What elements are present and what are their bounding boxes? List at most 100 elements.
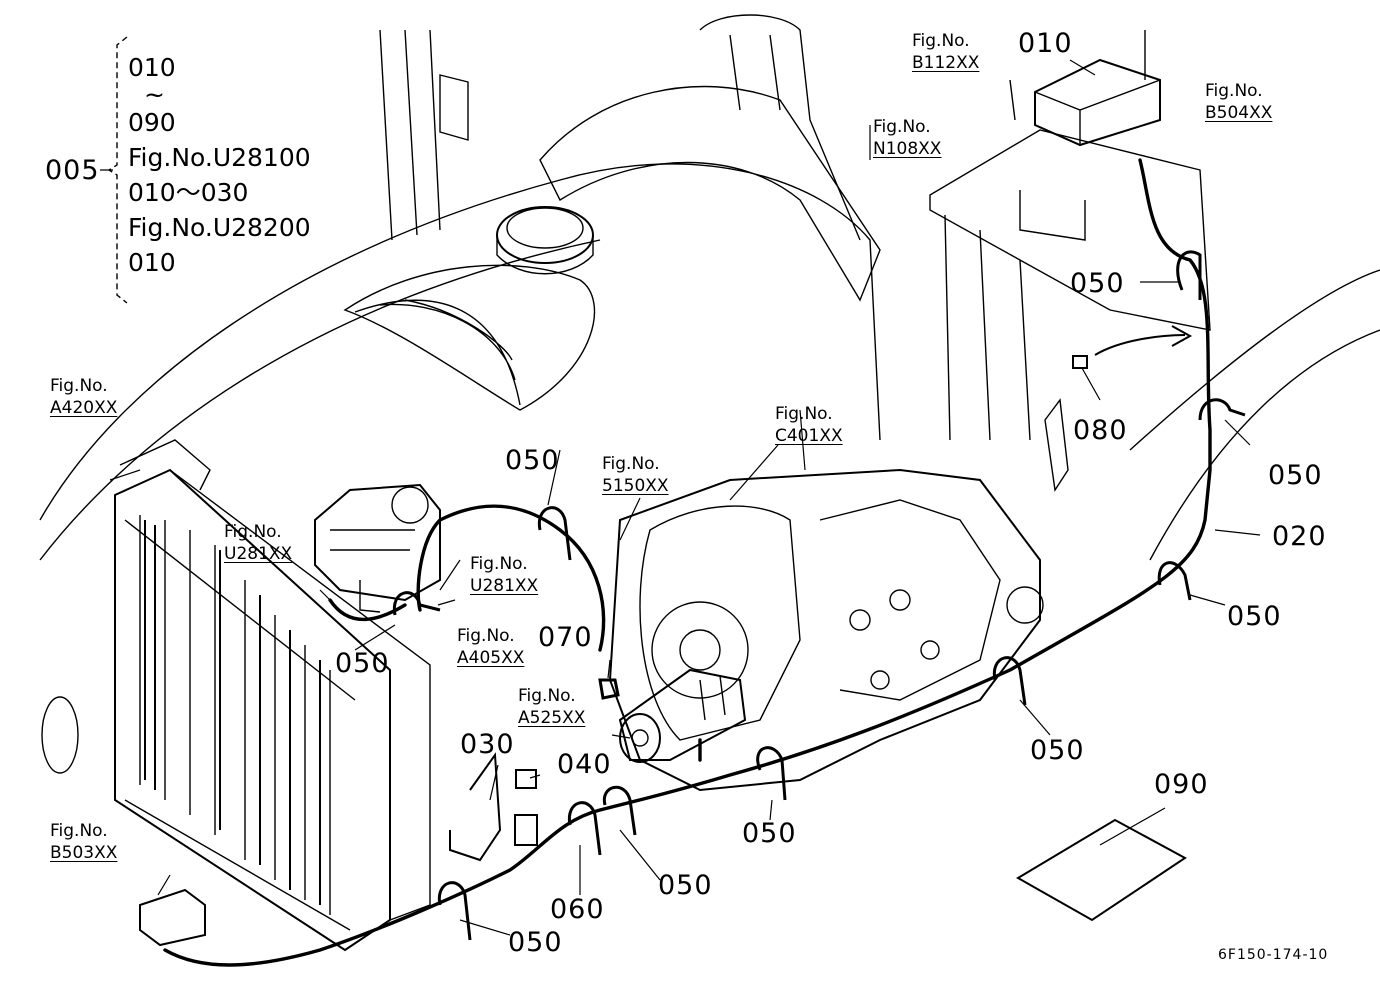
rear-fender bbox=[1129, 269, 1380, 561]
hood-vent-panel bbox=[343, 264, 596, 411]
fig-ref-code: A405XX bbox=[457, 648, 525, 668]
fig-ref-b504[interactable]: Fig.No. B504XX bbox=[1205, 80, 1272, 124]
clamp-050-2 bbox=[1198, 398, 1246, 421]
fig-ref-label: Fig.No. bbox=[224, 522, 282, 542]
callout-050-bottom-mid[interactable]: 050 bbox=[658, 870, 713, 901]
relay-040 bbox=[515, 769, 537, 789]
fig-ref-code: N108XX bbox=[873, 139, 942, 159]
ref-line-7: 010 bbox=[128, 248, 176, 277]
fig-ref-label: Fig.No. bbox=[1205, 81, 1263, 101]
fig-ref-b112[interactable]: Fig.No. B112XX bbox=[912, 30, 979, 74]
injection-pump bbox=[314, 483, 441, 613]
clamp-050-3 bbox=[1157, 561, 1192, 601]
hood-outline bbox=[39, 163, 881, 521]
fig-ref-code: A420XX bbox=[50, 398, 118, 418]
panel-opening bbox=[41, 696, 79, 774]
fig-ref-u281-a[interactable]: Fig.No. U281XX bbox=[224, 521, 292, 565]
dash-panel bbox=[539, 85, 881, 302]
callout-040[interactable]: 040 bbox=[557, 749, 612, 780]
clamp-050-7 bbox=[567, 801, 602, 856]
fig-ref-code: B112XX bbox=[912, 53, 980, 73]
clamp-050-9 bbox=[537, 506, 572, 561]
harness-branch-left bbox=[416, 504, 606, 652]
assembly-part-number: 005 bbox=[45, 155, 100, 186]
ref-line-5: 010～030 bbox=[128, 178, 249, 207]
callout-070[interactable]: 070 bbox=[538, 622, 593, 653]
callout-050-center-top[interactable]: 050 bbox=[505, 445, 560, 476]
fig-ref-a420[interactable]: Fig.No. A420XX bbox=[50, 375, 117, 419]
fig-ref-label: Fig.No. bbox=[912, 31, 970, 51]
fig-ref-u281-b[interactable]: Fig.No. U281XX bbox=[470, 553, 538, 597]
fig-ref-label: Fig.No. bbox=[775, 404, 833, 424]
control-unit-010 bbox=[1009, 30, 1161, 241]
arrow-to-080 bbox=[1094, 334, 1186, 356]
callout-030[interactable]: 030 bbox=[460, 729, 515, 760]
ref-line-4: Fig.No.U28100 bbox=[128, 143, 311, 172]
fig-ref-label: Fig.No. bbox=[50, 821, 108, 841]
starter-motor bbox=[618, 668, 747, 763]
callout-050-frame[interactable]: 050 bbox=[1227, 601, 1282, 632]
hood-vent-mesh bbox=[354, 299, 521, 406]
fig-ref-b503[interactable]: Fig.No. B503XX bbox=[50, 820, 117, 864]
hood-side bbox=[39, 239, 601, 561]
fig-ref-c401[interactable]: Fig.No. C401XX bbox=[775, 403, 843, 447]
frame-bracket bbox=[439, 74, 469, 141]
fig-ref-label: Fig.No. bbox=[50, 376, 108, 396]
fig-ref-a525[interactable]: Fig.No. A525XX bbox=[518, 685, 585, 729]
fig-ref-code: C401XX bbox=[775, 426, 843, 446]
callout-050-trans[interactable]: 050 bbox=[1030, 735, 1085, 766]
clamp-050-10 bbox=[392, 591, 441, 616]
platform-plate bbox=[929, 129, 1211, 331]
fig-ref-label: Fig.No. bbox=[470, 554, 528, 574]
callout-020[interactable]: 020 bbox=[1272, 521, 1327, 552]
callout-050-radiator[interactable]: 050 bbox=[335, 648, 390, 679]
connector-b503 bbox=[139, 888, 206, 947]
harness-branch-pump bbox=[328, 598, 407, 622]
clamp-050-4 bbox=[992, 656, 1027, 706]
callout-050-right[interactable]: 050 bbox=[1268, 460, 1323, 491]
fig-ref-5150[interactable]: Fig.No. 5150XX bbox=[602, 453, 669, 497]
arrow-head bbox=[1171, 325, 1193, 347]
clip-070 bbox=[598, 678, 620, 700]
callout-010[interactable]: 010 bbox=[1018, 28, 1073, 59]
bracket-030 bbox=[449, 752, 502, 862]
fuel-cap bbox=[496, 206, 594, 275]
callout-080[interactable]: 080 bbox=[1073, 415, 1128, 446]
platform-legs bbox=[944, 214, 1031, 441]
clamp-050-8 bbox=[437, 881, 472, 941]
fig-ref-label: Fig.No. bbox=[602, 454, 660, 474]
harness-020 bbox=[163, 158, 1212, 967]
fig-ref-code: 5150XX bbox=[602, 476, 669, 496]
clamp-050-6 bbox=[602, 785, 637, 836]
assembly-bracket bbox=[107, 36, 128, 304]
callout-050-top[interactable]: 050 bbox=[1070, 268, 1125, 299]
fig-ref-label: Fig.No. bbox=[873, 117, 931, 137]
fig-ref-code: U281XX bbox=[470, 576, 539, 596]
fig-ref-code: A525XX bbox=[518, 708, 586, 728]
ref-line-6: Fig.No.U28200 bbox=[128, 213, 311, 242]
sheet-090 bbox=[1016, 818, 1187, 922]
connector-060-box bbox=[514, 814, 538, 846]
clamp-050-5 bbox=[756, 746, 787, 801]
callout-090[interactable]: 090 bbox=[1154, 769, 1209, 800]
ref-line-1: 010 bbox=[128, 53, 176, 82]
clamp-050-1 bbox=[1176, 250, 1202, 300]
steering-column bbox=[699, 14, 861, 241]
callout-060[interactable]: 060 bbox=[550, 894, 605, 925]
part-080 bbox=[1072, 355, 1088, 369]
frame-post-left bbox=[379, 29, 441, 241]
fig-ref-label: Fig.No. bbox=[518, 686, 576, 706]
ref-line-3: 090 bbox=[128, 108, 176, 137]
fig-ref-n108[interactable]: Fig.No. N108XX bbox=[873, 116, 941, 160]
callout-050-bottom-left[interactable]: 050 bbox=[508, 927, 563, 958]
fig-ref-label: Fig.No. bbox=[457, 626, 515, 646]
leaders bbox=[100, 59, 1261, 936]
transmission-case bbox=[608, 468, 1044, 792]
fig-ref-a405[interactable]: Fig.No. A405XX bbox=[457, 625, 524, 669]
radiator bbox=[114, 439, 431, 952]
callout-050-starter[interactable]: 050 bbox=[742, 818, 797, 849]
assembly-reference-list: 010 ~ 090 Fig.No.U28100 010～030 Fig.No.U… bbox=[128, 50, 311, 280]
fig-ref-code: U281XX bbox=[224, 544, 293, 564]
